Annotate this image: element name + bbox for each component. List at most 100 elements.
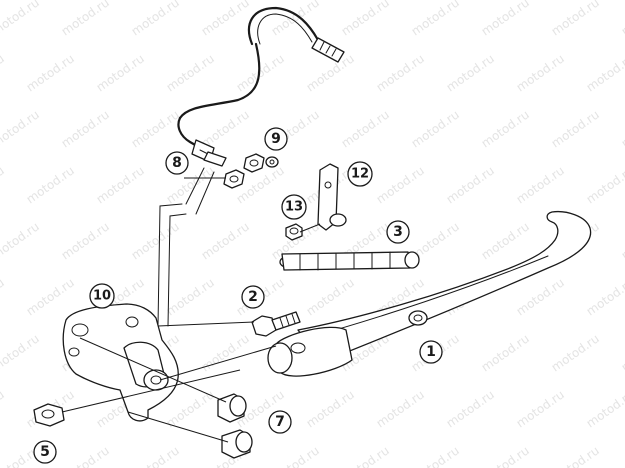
svg-text:9: 9 xyxy=(271,131,281,147)
watermark-text: motod.ru xyxy=(514,163,567,206)
watermark-text: motod.ru xyxy=(339,0,392,38)
bushing xyxy=(217,393,253,459)
watermark-text: motod.ru xyxy=(24,275,77,318)
watermark-text: motod.ru xyxy=(514,275,567,318)
watermark-text: motod.ru xyxy=(479,331,532,374)
watermark-text: motod.ru xyxy=(304,275,357,318)
callout-3: 3 xyxy=(386,220,410,244)
watermark-text: motod.ru xyxy=(59,219,112,262)
watermark-text: motod.ru xyxy=(339,107,392,150)
fastener-5 xyxy=(33,403,65,427)
watermark-text: motod.ru xyxy=(619,443,625,468)
watermark-text: motod.ru xyxy=(549,443,602,468)
svg-text:2: 2 xyxy=(248,289,258,305)
callout-1: 1 xyxy=(419,340,443,364)
watermark-text: motod.ru xyxy=(0,331,42,374)
nut xyxy=(223,153,265,189)
callout-12: 12 xyxy=(347,161,373,187)
sensor-cable xyxy=(157,6,345,327)
watermark-text: motod.ru xyxy=(619,0,625,38)
watermark-text: motod.ru xyxy=(374,51,427,94)
watermark-text: motod.ru xyxy=(164,275,217,318)
watermark-text: motod.ru xyxy=(339,443,392,468)
watermark-text: motod.ru xyxy=(234,51,287,94)
side-stand-leg xyxy=(267,210,592,377)
watermark-text: motod.ru xyxy=(234,163,287,206)
watermark-text: motod.ru xyxy=(304,387,357,430)
watermark-text: motod.ru xyxy=(0,275,7,318)
watermark-text: motod.ru xyxy=(24,163,77,206)
watermark-text: motod.ru xyxy=(129,443,182,468)
watermark-text: motod.ru xyxy=(479,219,532,262)
watermark-text: motod.ru xyxy=(584,51,625,94)
watermark-text: motod.ru xyxy=(444,163,497,206)
watermark-text: motod.ru xyxy=(479,107,532,150)
washer xyxy=(265,156,279,168)
watermark-text: motod.ru xyxy=(129,219,182,262)
callout-5: 5 xyxy=(33,440,57,464)
watermark-text: motod.ru xyxy=(549,107,602,150)
watermark-text: motod.ru xyxy=(374,163,427,206)
assembly-lines xyxy=(61,177,321,443)
svg-text:12: 12 xyxy=(351,167,369,182)
watermark-text: motod.ru xyxy=(549,0,602,38)
watermark-text: motod.ru xyxy=(269,443,322,468)
watermark-text: motod.ru xyxy=(584,163,625,206)
watermark-text: motod.ru xyxy=(0,387,7,430)
callout-10: 10 xyxy=(89,283,115,309)
watermark-text: motod.ru xyxy=(199,219,252,262)
callout-8: 8 xyxy=(165,151,189,175)
callout-13: 13 xyxy=(281,194,307,220)
svg-text:10: 10 xyxy=(93,289,111,304)
callout-9: 9 xyxy=(264,127,288,151)
callout-7: 7 xyxy=(268,410,292,434)
watermark-text: motod.ru xyxy=(584,275,625,318)
watermark-text: motod.ru xyxy=(549,331,602,374)
watermark-text: motod.ru xyxy=(619,219,625,262)
bolt xyxy=(251,311,301,337)
watermark-text: motod.ru xyxy=(0,107,42,150)
svg-text:8: 8 xyxy=(172,155,182,171)
callout-2: 2 xyxy=(241,285,265,309)
watermark-text: motod.ru xyxy=(374,387,427,430)
svg-text:7: 7 xyxy=(275,414,285,430)
watermark-text: motod.ru xyxy=(94,51,147,94)
svg-text:5: 5 xyxy=(40,444,50,460)
watermark-text: motod.ru xyxy=(444,51,497,94)
svg-text:1: 1 xyxy=(426,344,436,360)
watermark-text: motod.ru xyxy=(199,0,252,38)
hook-screw xyxy=(285,223,303,241)
watermark-text: motod.ru xyxy=(0,219,42,262)
watermark-text: motod.ru xyxy=(129,0,182,38)
watermark-text: motod.ru xyxy=(409,107,462,150)
watermark-text: motod.ru xyxy=(94,163,147,206)
watermark-text: motod.ru xyxy=(199,331,252,374)
watermark-text: motod.ru xyxy=(409,0,462,38)
watermark-text: motod.ru xyxy=(444,387,497,430)
watermark-text: motod.ru xyxy=(619,331,625,374)
watermark-text: motod.ru xyxy=(59,443,112,468)
watermark-text: motod.ru xyxy=(0,163,7,206)
watermark-text: motod.ru xyxy=(409,443,462,468)
watermark-text: motod.ru xyxy=(129,107,182,150)
watermark-text: motod.ru xyxy=(619,107,625,150)
watermark-text: motod.ru xyxy=(59,0,112,38)
watermark-text: motod.ru xyxy=(514,51,567,94)
watermark-text: motod.ru xyxy=(479,0,532,38)
watermark-text: motod.ru xyxy=(24,51,77,94)
watermark-text: motod.ru xyxy=(514,387,567,430)
watermark-text: motod.ru xyxy=(479,443,532,468)
watermark-text: motod.ru xyxy=(584,387,625,430)
watermark-text: motod.ru xyxy=(59,107,112,150)
watermark-text: motod.ru xyxy=(0,0,42,38)
watermark-text: motod.ru xyxy=(0,51,7,94)
svg-text:3: 3 xyxy=(393,224,403,240)
watermark-text: motod.ru xyxy=(199,107,252,150)
svg-text:13: 13 xyxy=(285,200,303,215)
watermark-text: motod.ru xyxy=(164,51,217,94)
spring-hook xyxy=(317,163,347,231)
watermark-text: motod.ru xyxy=(164,387,217,430)
